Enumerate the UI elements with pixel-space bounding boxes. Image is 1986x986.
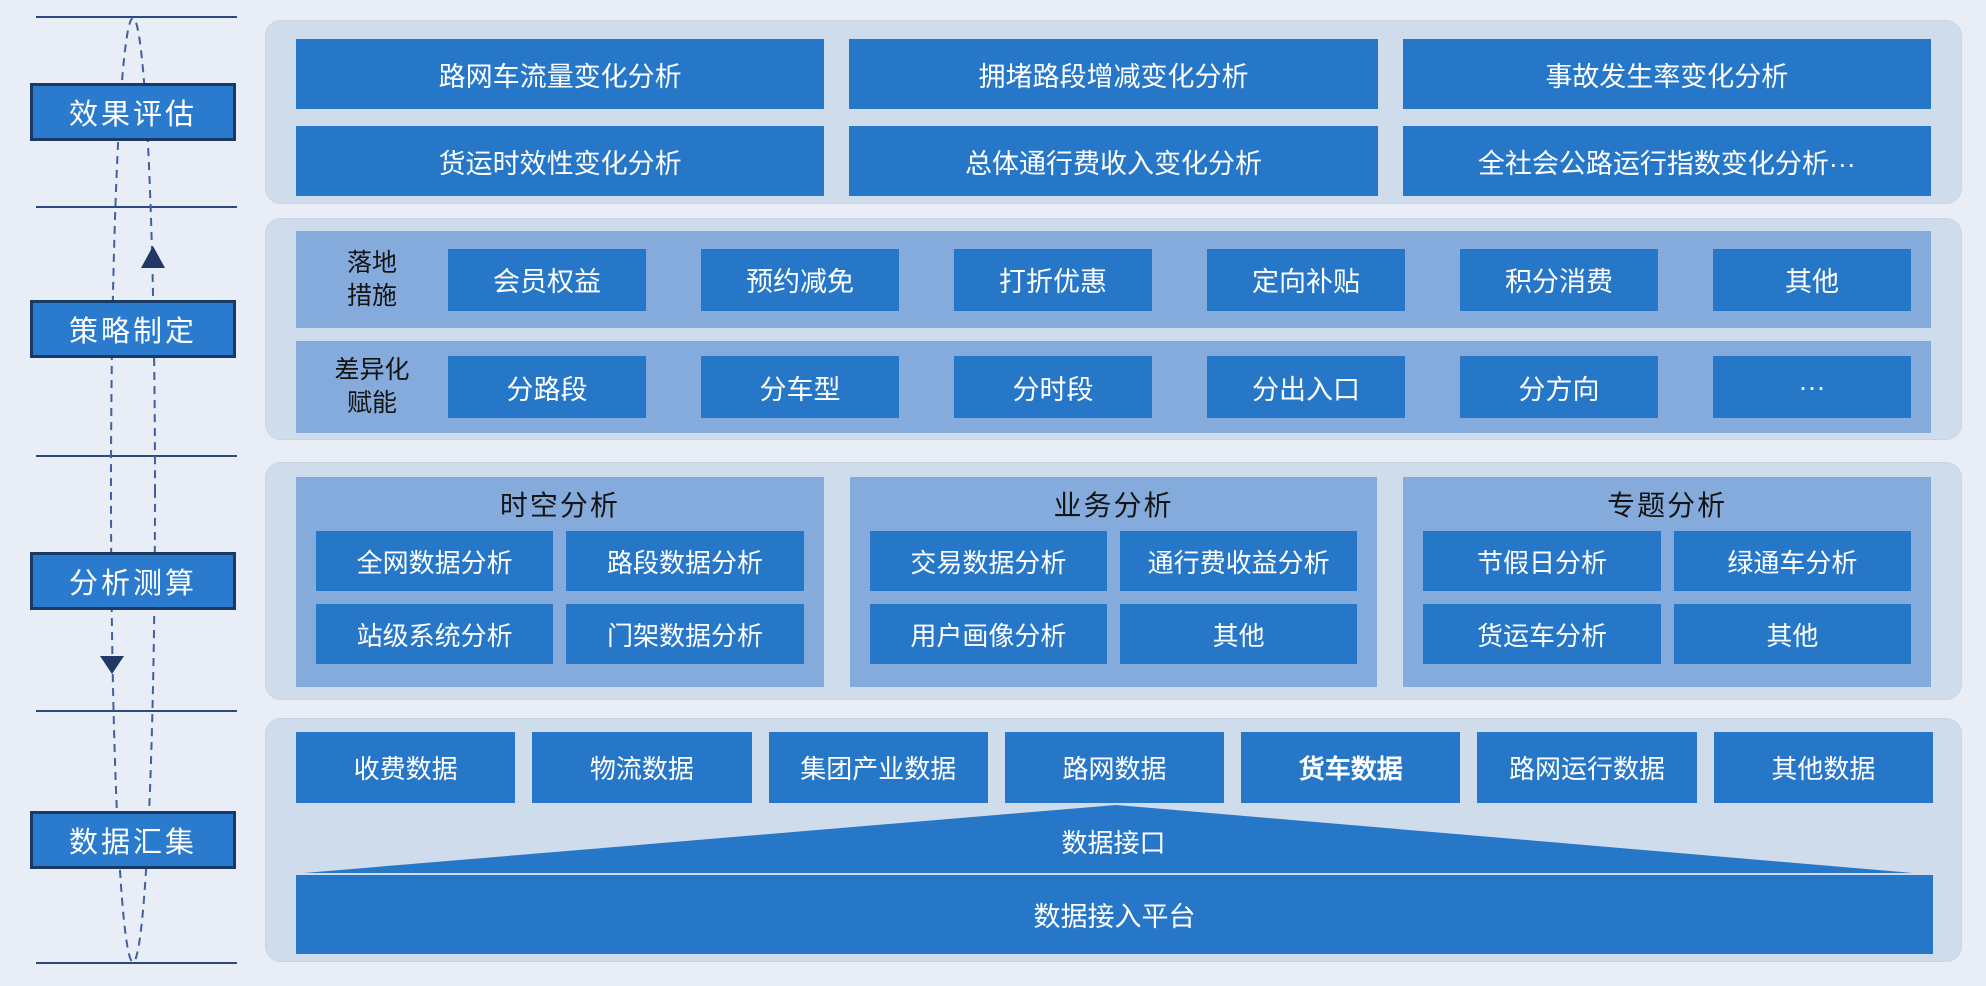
stage-divider-line (36, 710, 237, 712)
main-diagram-area: 路网车流量变化分析 拥堵路段增减变化分析 事故发生率变化分析 货运时效性变化分析… (265, 0, 1962, 986)
data-interface-shape (296, 803, 1933, 873)
stage-divider-line (36, 962, 237, 964)
analysis-group-title: 时空分析 (499, 490, 620, 521)
analysis-group-title: 专题分析 (1607, 490, 1728, 521)
evaluation-box: 事故发生率变化分析 (1402, 39, 1931, 109)
analysis-group-title: 业务分析 (1053, 490, 1174, 521)
analysis-group-grid: 节假日分析 绿通车分析 货运车分析 其他 (1403, 531, 1931, 684)
evaluation-box: 拥堵路段增减变化分析 (849, 39, 1378, 109)
strategy-box: ··· (1713, 356, 1911, 418)
strategy-box: 打折优惠 (954, 248, 1152, 311)
source-box: 路网运行数据 (1477, 732, 1697, 803)
strategy-box: 积分消费 (1460, 248, 1658, 311)
strategy-box: 其他 (1713, 248, 1911, 311)
analysis-box: 其他 (1673, 604, 1912, 664)
source-box: 货车数据 (1241, 732, 1461, 803)
stage-label-data: 数据汇集 (30, 811, 236, 869)
stage-divider-line (36, 206, 237, 208)
analysis-box: 交易数据分析 (869, 531, 1107, 591)
data-interface-triangle (304, 805, 1913, 873)
stage-label-analysis: 分析测算 (30, 552, 236, 610)
analysis-box: 其他 (1120, 604, 1358, 664)
analysis-box: 门架数据分析 (566, 604, 804, 664)
strategy-box: 定向补贴 (1207, 248, 1405, 311)
strategy-row-label: 落地 措施 (346, 248, 397, 310)
source-box: 收费数据 (296, 732, 516, 803)
analysis-group-spatiotemporal: 时空分析 全网数据分析 路段数据分析 站级系统分析 门架数据分析 (296, 477, 824, 687)
stage-label-strategy: 策略制定 (30, 300, 236, 358)
stage-divider-line (36, 16, 237, 18)
data-platform-bar: 数据接入平台 (296, 875, 1933, 954)
analysis-group-grid: 全网数据分析 路段数据分析 站级系统分析 门架数据分析 (296, 531, 824, 684)
analysis-panel: 时空分析 全网数据分析 路段数据分析 站级系统分析 门架数据分析 业务分析 交易… (265, 462, 1962, 700)
analysis-box: 全网数据分析 (316, 531, 554, 591)
strategy-box: 会员权益 (448, 248, 646, 311)
strategy-box: 预约减免 (701, 248, 899, 311)
analysis-box: 用户画像分析 (869, 604, 1107, 664)
analysis-group-business: 业务分析 交易数据分析 通行费收益分析 用户画像分析 其他 (849, 477, 1378, 687)
evaluation-panel: 路网车流量变化分析 拥堵路段增减变化分析 事故发生率变化分析 货运时效性变化分析… (265, 20, 1962, 204)
analysis-box: 货运车分析 (1423, 604, 1661, 664)
cycle-flow-graphic (100, 17, 165, 963)
analysis-box: 绿通车分析 (1673, 531, 1912, 591)
analysis-box: 站级系统分析 (316, 604, 554, 664)
evaluation-box: 路网车流量变化分析 (296, 39, 825, 109)
stage-label-evaluation: 效果评估 (30, 83, 236, 141)
source-box: 路网数据 (1004, 732, 1225, 803)
stage-divider-line (36, 455, 237, 457)
source-box: 其他数据 (1713, 732, 1933, 803)
strategy-box: 分出入口 (1207, 356, 1405, 418)
analysis-group-grid: 交易数据分析 通行费收益分析 用户画像分析 其他 (850, 531, 1378, 684)
evaluation-box: 全社会公路运行指数变化分析··· (1402, 126, 1931, 196)
strategy-panel: 落地 措施 会员权益 预约减免 打折优惠 定向补贴 积分消费 其他 差异化 赋能… (265, 218, 1962, 440)
data-sources-row: 收费数据 物流数据 集团产业数据 路网数据 货车数据 路网运行数据 其他数据 (296, 732, 1933, 803)
arrow-down-icon (100, 656, 124, 674)
strategy-row-differentiation: 差异化 赋能 分路段 分车型 分时段 分出入口 分方向 ··· (296, 341, 1931, 433)
source-box: 集团产业数据 (768, 732, 988, 803)
strategy-row-measures: 落地 措施 会员权益 预约减免 打折优惠 定向补贴 积分消费 其他 (296, 231, 1931, 328)
strategy-box: 分路段 (448, 356, 646, 418)
strategy-row-label: 差异化 赋能 (334, 356, 410, 417)
data-panel: 收费数据 物流数据 集团产业数据 路网数据 货车数据 路网运行数据 其他数据 数… (265, 718, 1962, 962)
arrow-up-icon (141, 246, 165, 268)
strategy-box: 分方向 (1460, 356, 1658, 418)
data-interface-label: 数据接口 (1061, 828, 1166, 858)
analysis-box: 通行费收益分析 (1120, 531, 1358, 591)
analysis-group-special-topics: 专题分析 节假日分析 绿通车分析 货运车分析 其他 (1403, 477, 1932, 687)
cycle-ellipse (110, 17, 156, 963)
analysis-box: 节假日分析 (1423, 531, 1661, 591)
strategy-box: 分车型 (701, 356, 899, 418)
evaluation-box: 货运时效性变化分析 (296, 126, 825, 196)
strategy-box: 分时段 (954, 356, 1152, 418)
evaluation-box: 总体通行费收入变化分析 (849, 126, 1378, 196)
analysis-box: 路段数据分析 (566, 531, 804, 591)
source-box: 物流数据 (532, 732, 752, 803)
